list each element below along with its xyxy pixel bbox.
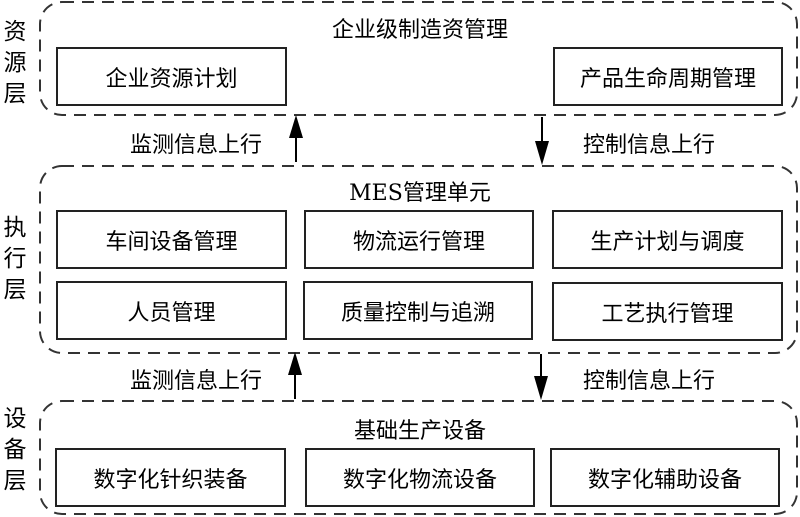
side-label-char: 行 xyxy=(3,246,27,272)
module-box: 产品生命周期管理 xyxy=(553,47,783,106)
side-label-char: 执 xyxy=(3,215,27,241)
down-arrow-icon xyxy=(534,354,548,400)
module-box: 质量控制与追溯 xyxy=(303,281,533,340)
resource-layer-container xyxy=(39,1,798,116)
module-box: 人员管理 xyxy=(56,281,287,340)
module-box: 数字化物流设备 xyxy=(305,448,535,507)
execution-layer-title: MES管理单元 xyxy=(349,181,491,206)
module-box: 物流运行管理 xyxy=(304,210,534,269)
equipment-layer-container xyxy=(39,400,798,515)
up-arrow-icon xyxy=(289,115,303,162)
monitor-upward-label: 监测信息上行 xyxy=(130,133,263,158)
side-label-char: 层 xyxy=(3,277,27,303)
module-box: 生产计划与调度 xyxy=(552,210,783,269)
resource-layer-side-label: 资 源 层 xyxy=(0,17,30,110)
side-label-char: 资 xyxy=(3,19,27,45)
down-arrow-icon xyxy=(535,117,549,165)
module-box: 企业资源计划 xyxy=(56,47,287,106)
control-flow-label: 控制信息上行 xyxy=(583,133,716,158)
module-box: 数字化针织装备 xyxy=(55,448,286,507)
up-arrow-icon xyxy=(288,352,302,399)
side-label-char: 备 xyxy=(3,437,27,463)
side-label-char: 层 xyxy=(3,81,27,107)
side-label-char: 设 xyxy=(3,406,27,432)
module-box: 数字化辅助设备 xyxy=(550,448,780,507)
execution-layer-side-label: 执 行 层 xyxy=(0,213,30,306)
control-flow-label: 控制信息上行 xyxy=(583,369,716,394)
module-box: 工艺执行管理 xyxy=(552,282,783,341)
monitor-upward-label: 监测信息上行 xyxy=(130,369,263,394)
execution-layer-container xyxy=(39,165,798,354)
side-label-char: 源 xyxy=(3,50,27,76)
equipment-layer-title: 基础生产设备 xyxy=(353,419,486,444)
side-label-char: 层 xyxy=(3,468,27,494)
module-box: 车间设备管理 xyxy=(56,210,287,269)
resource-layer-title: 企业级制造资管理 xyxy=(331,18,508,43)
equipment-layer-side-label: 设 备 层 xyxy=(0,404,30,497)
